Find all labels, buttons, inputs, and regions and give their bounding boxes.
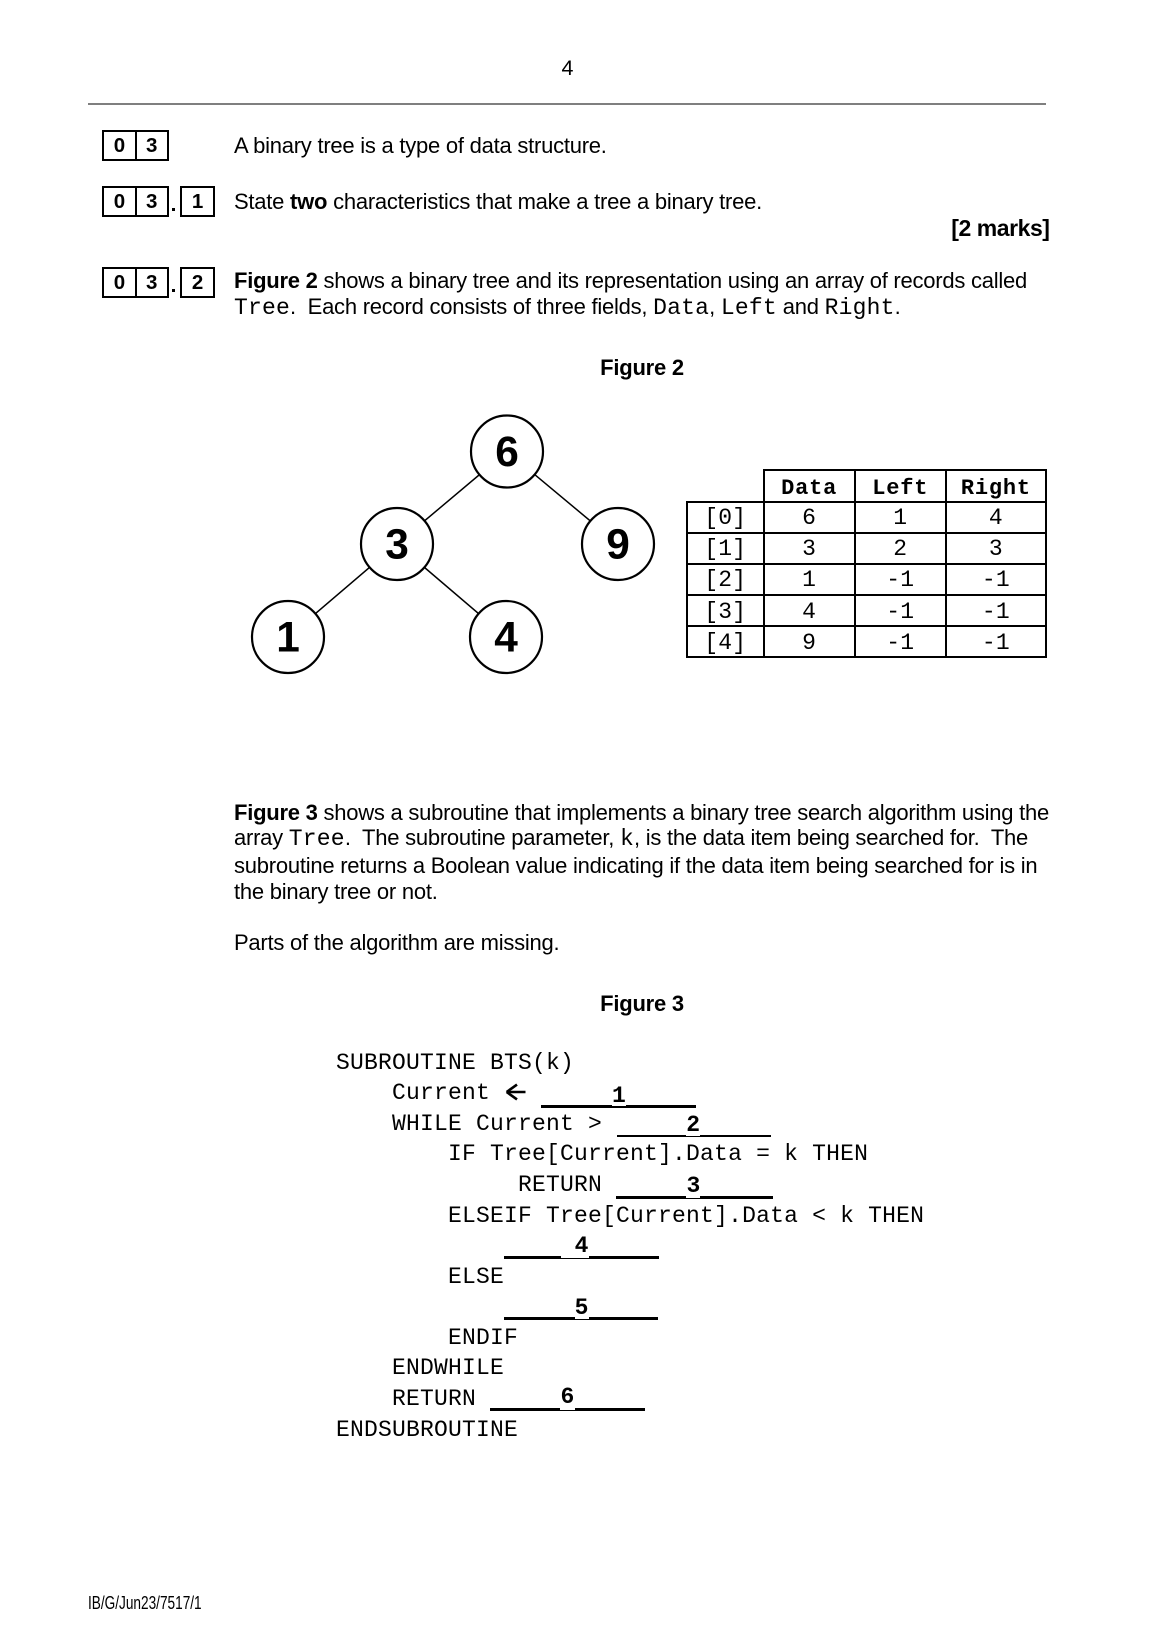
svg-text:1: 1: [276, 614, 300, 661]
svg-text:3: 3: [385, 521, 409, 568]
svg-text:6: 6: [495, 428, 519, 475]
svg-text:4: 4: [494, 614, 518, 661]
svg-text:9: 9: [606, 521, 630, 568]
